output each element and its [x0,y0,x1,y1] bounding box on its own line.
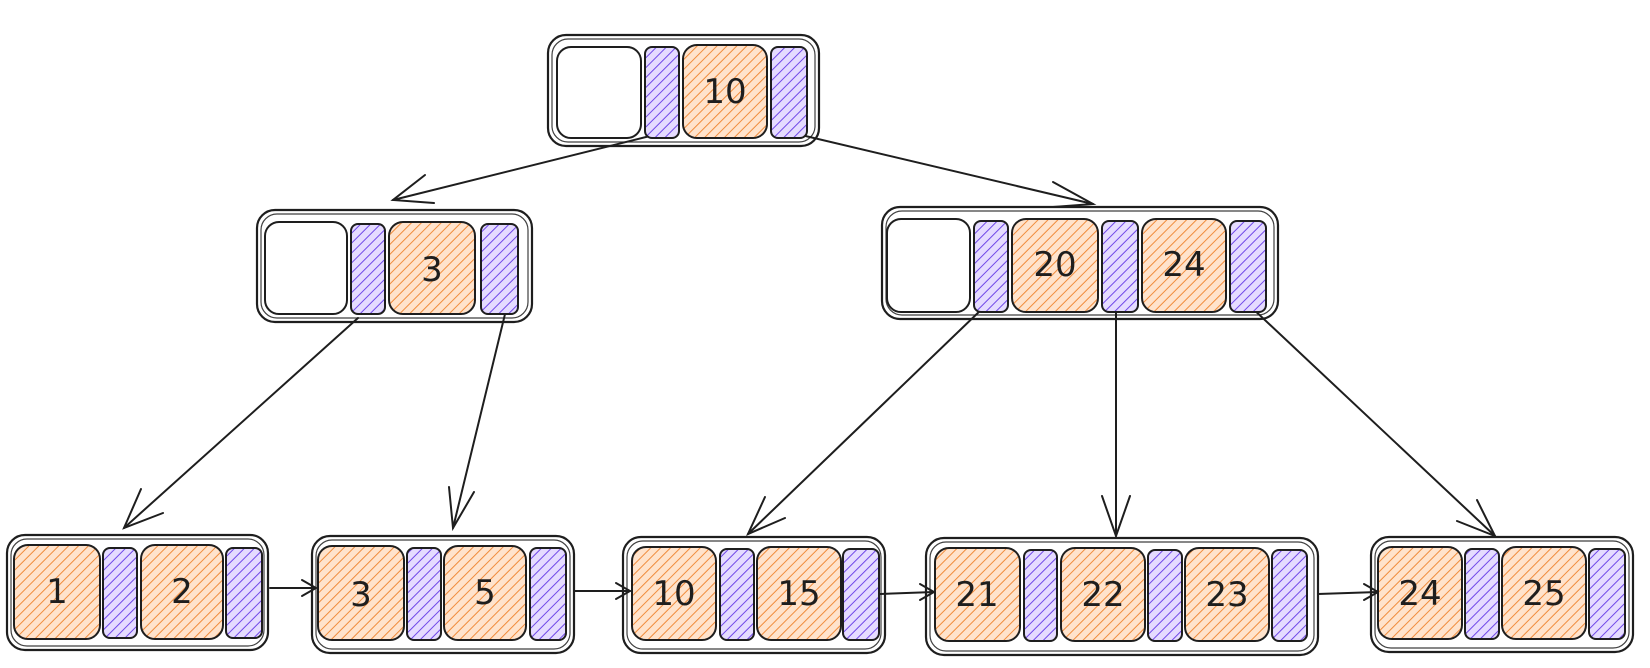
key-slot [140,544,224,640]
edge-internal-right-to-leaf-5 [1249,305,1496,537]
internal-node-right: 20 24 [880,205,1280,321]
key-label: 10 [703,72,746,112]
key-slot [317,545,405,641]
key-slot [1060,547,1146,642]
leaf-node-2: 3 5 [310,534,576,655]
key-label: 3 [350,575,372,615]
pointer-slot [719,548,755,641]
pointer-slot [480,223,519,315]
key-slot [388,221,476,315]
key-slot [934,547,1021,642]
key-slot [13,544,101,640]
leaf-node-5: 24 25 [1369,535,1635,654]
pointer-slot [350,223,386,315]
pointer-slot [973,220,1009,313]
key-label: 5 [474,573,496,613]
pointer-slot [1229,220,1267,313]
edge-leaf-4-to-leaf-5 [1317,591,1379,595]
key-slot [443,545,527,641]
pointer-slot [644,46,680,139]
arrowhead-leaf-4 [1101,495,1131,540]
edge-root-to-internal-right [796,133,1094,205]
pointer-slot [1588,548,1626,640]
key-label: 2 [171,572,193,612]
leaf-node-1: 1 2 [5,533,270,652]
empty-slot [264,221,348,315]
pointer-slot [1271,549,1308,642]
key-label: 25 [1522,574,1565,614]
root-node: 10 [546,33,821,148]
pointer-slot [406,547,442,641]
key-slot [1501,546,1587,640]
pointer-slot [529,547,567,641]
arrowhead-leaf-1 [122,488,164,530]
pointer-slot [1101,220,1139,313]
key-label: 15 [777,574,820,614]
key-label: 22 [1081,575,1124,615]
pointer-slot [770,46,808,139]
key-label: 23 [1205,575,1248,615]
internal-node-left: 3 [255,208,534,324]
pointer-slot [1023,549,1058,642]
arrowhead-leaf-2 [448,486,475,532]
pointer-slot [102,547,138,639]
key-label: 3 [421,250,443,290]
key-label: 20 [1033,245,1076,285]
edge-internal-right-to-leaf-3 [747,307,984,535]
key-label: 21 [955,575,998,615]
arrowhead-leaf-3 [746,496,786,536]
key-label: 10 [652,574,695,614]
key-slot [1011,218,1099,313]
leaf-node-3: 10 15 [621,535,887,655]
key-slot [1184,547,1270,642]
leaf-node-4: 21 22 23 [924,536,1320,657]
key-slot [682,44,768,139]
empty-slot [556,46,642,139]
edge-internal-left-to-leaf-2 [452,309,507,529]
key-slot [756,546,842,641]
key-slot [631,546,717,641]
pointer-slot [1147,549,1183,642]
edge-internal-left-to-leaf-1 [123,317,359,529]
edges [122,133,1498,601]
key-slot [1141,218,1227,313]
arrowhead-leaf-link-2 [615,582,633,600]
key-label: 1 [46,572,68,612]
key-label: 24 [1398,574,1441,614]
key-label: 24 [1162,245,1205,285]
pointer-slot [225,547,263,639]
key-slot [1377,546,1463,640]
empty-slot [886,218,971,313]
arrowhead-internal-left [390,174,435,204]
pointer-slot [1464,548,1500,640]
pointer-slot [842,548,880,641]
